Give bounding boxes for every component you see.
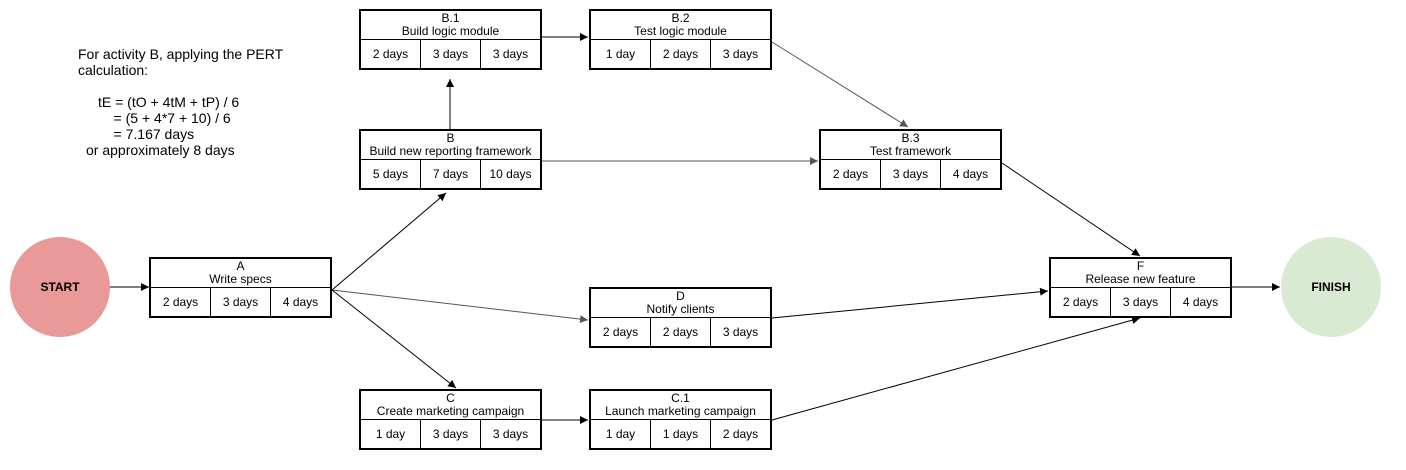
formula-line: = (5 + 4*7 + 10) / 6 — [98, 110, 231, 126]
most-likely-estimate: 3 days — [420, 39, 480, 68]
most-likely-estimate: 3 days — [210, 287, 270, 316]
most-likely-estimate: 3 days — [1110, 287, 1170, 316]
most-likely-estimate: 1 days — [650, 419, 710, 448]
pessimistic-estimate: 3 days — [480, 419, 540, 448]
note-intro: For activity B, applying the PERT calcul… — [78, 46, 283, 78]
activity-id: B.3 — [901, 130, 920, 145]
activity-title: Notify clients — [646, 301, 715, 316]
activity-id: A — [236, 258, 245, 273]
activity-title: Release new feature — [1085, 271, 1196, 286]
optimistic-estimate: 1 day — [605, 46, 636, 61]
pessimistic-estimate: 3 days — [480, 39, 540, 68]
arrow-b2-to-b3 — [771, 41, 909, 128]
formula-line: = 7.167 days — [98, 126, 195, 142]
activity-title: Test logic module — [634, 23, 727, 38]
optimistic-estimate: 1 day — [375, 426, 406, 441]
pessimistic-estimate: 4 days — [940, 159, 1000, 188]
activity-title: Launch marketing campaign — [605, 403, 756, 418]
optimistic-estimate: 2 days — [602, 324, 639, 339]
optimistic-estimate: 2 days — [832, 166, 869, 181]
arrow-a-to-b — [331, 192, 447, 291]
pessimistic-estimate: 2 days — [710, 419, 770, 448]
activity-title: Build logic module — [401, 23, 500, 38]
arrow-a-to-d — [331, 289, 589, 324]
arrow-c1-to-f — [771, 316, 1141, 421]
activity-title: Write specs — [209, 271, 272, 286]
start-label: START — [40, 280, 80, 294]
activity-id: D — [676, 288, 685, 303]
pessimistic-estimate: 4 days — [1170, 287, 1230, 316]
most-likely-estimate: 3 days — [420, 419, 480, 448]
most-likely-estimate: 3 days — [880, 159, 940, 188]
pessimistic-estimate: 3 days — [710, 317, 770, 346]
optimistic-estimate: 5 days — [372, 166, 409, 181]
most-likely-estimate: 7 days — [420, 159, 480, 188]
most-likely-estimate: 2 days — [650, 317, 710, 346]
pessimistic-estimate: 10 days — [480, 159, 540, 188]
activity-id: C — [446, 390, 455, 405]
activity-id: B — [446, 130, 455, 145]
formula-line: or approximately 8 days — [86, 142, 235, 158]
activity-id: B.2 — [671, 10, 690, 25]
activity-id: B.1 — [441, 10, 460, 25]
pessimistic-estimate: 4 days — [270, 287, 330, 316]
activity-id: C.1 — [671, 390, 690, 405]
activity-id: F — [1136, 258, 1145, 273]
optimistic-estimate: 2 days — [162, 294, 199, 309]
formula-line: tE = (tO + 4tM + tP) / 6 — [98, 94, 240, 110]
activity-title: Create marketing campaign — [376, 403, 525, 418]
finish-label: FINISH — [1311, 280, 1351, 294]
optimistic-estimate: 1 day — [605, 426, 636, 441]
arrow-b3-to-f — [1001, 162, 1141, 257]
arrow-a-to-c — [331, 289, 457, 389]
activity-title: Test framework — [869, 143, 952, 158]
optimistic-estimate: 2 days — [372, 46, 409, 61]
optimistic-estimate: 2 days — [1062, 294, 1099, 309]
activity-title: Build new reporting framework — [369, 143, 532, 158]
most-likely-estimate: 2 days — [650, 39, 710, 68]
pert-calculation-note: For activity B, applying the PERT calcul… — [78, 46, 318, 158]
pessimistic-estimate: 3 days — [710, 39, 770, 68]
start-node: START — [10, 237, 110, 337]
arrow-d-to-f — [771, 287, 1049, 319]
finish-node: FINISH — [1281, 237, 1381, 337]
